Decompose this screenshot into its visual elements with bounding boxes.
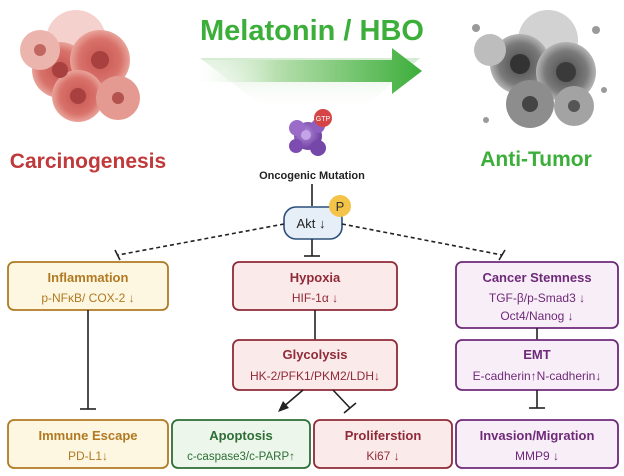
glycolysis-markers: HK-2/PFK1/PKM2/LDH↓ (250, 369, 380, 383)
hypoxia-title: Hypoxia (290, 270, 341, 285)
stemness-inhibit-bar (498, 249, 506, 261)
gtp-label: GTP (316, 116, 331, 123)
akt-node (283, 206, 343, 240)
anti-tumor-label: Anti-Tumor (480, 148, 592, 171)
proliferation-box (313, 419, 453, 469)
immune-escape-markers: PD-L1↓ (68, 449, 108, 463)
carcinogenesis-label: Carcinogenesis (10, 150, 166, 173)
inflammation-markers: p-NFκB/ COX-2 ↓ (41, 291, 134, 305)
akt-inhibition-lines (114, 223, 506, 261)
apoptosis-title: Apoptosis (209, 428, 273, 443)
phospho-label: P (336, 199, 345, 214)
dead-tumor-cell-icon (472, 10, 607, 128)
inflammation-inhibit-bar (114, 249, 121, 261)
gtp-badge-icon (314, 109, 332, 127)
glycolysis-to-proliferation-line (332, 389, 351, 409)
stemness-title: Cancer Stemness (482, 270, 591, 285)
glycolysis-title: Glycolysis (282, 347, 347, 362)
proliferation-markers: Ki67 ↓ (366, 449, 399, 463)
stemness-markers-2: Oct4/Nanog ↓ (500, 309, 573, 323)
akt-to-stemness-line (341, 223, 503, 256)
treatment-label: Melatonin / HBO (200, 15, 424, 47)
apoptosis-markers: c-caspase3/c-PARP↑ (187, 451, 295, 463)
immune-escape-title: Immune Escape (39, 428, 138, 443)
phospho-badge-icon (329, 195, 351, 217)
emt-title: EMT (523, 347, 551, 362)
treatment-arrow-icon (198, 48, 422, 94)
invasion-title: Invasion/Migration (480, 428, 595, 443)
proliferation-title: Proliferstion (345, 428, 422, 443)
emt-markers: E-cadherin↑N-cadherin↓ (473, 369, 602, 383)
tumor-cell-cluster-icon (20, 10, 140, 122)
stemness-markers-1: TGF-β/p-Smad3 ↓ (489, 291, 585, 305)
glycolysis-box (232, 339, 398, 391)
apoptosis-arrowhead-icon (278, 401, 289, 412)
invasion-markers: MMP9 ↓ (515, 449, 559, 463)
oncogenic-mutation-label: Oncogenic Mutation (259, 170, 365, 182)
proliferation-inhibit-bar (343, 402, 357, 414)
apoptosis-box (171, 419, 311, 469)
akt-label: Akt ↓ (297, 216, 326, 231)
immune-escape-box (7, 419, 169, 469)
invasion-box (455, 419, 619, 469)
bottom-connectors (80, 310, 545, 414)
hypoxia-markers: HIF-1α ↓ (292, 291, 338, 305)
inflammation-title: Inflammation (48, 270, 129, 285)
akt-to-inflammation-line (117, 223, 285, 256)
